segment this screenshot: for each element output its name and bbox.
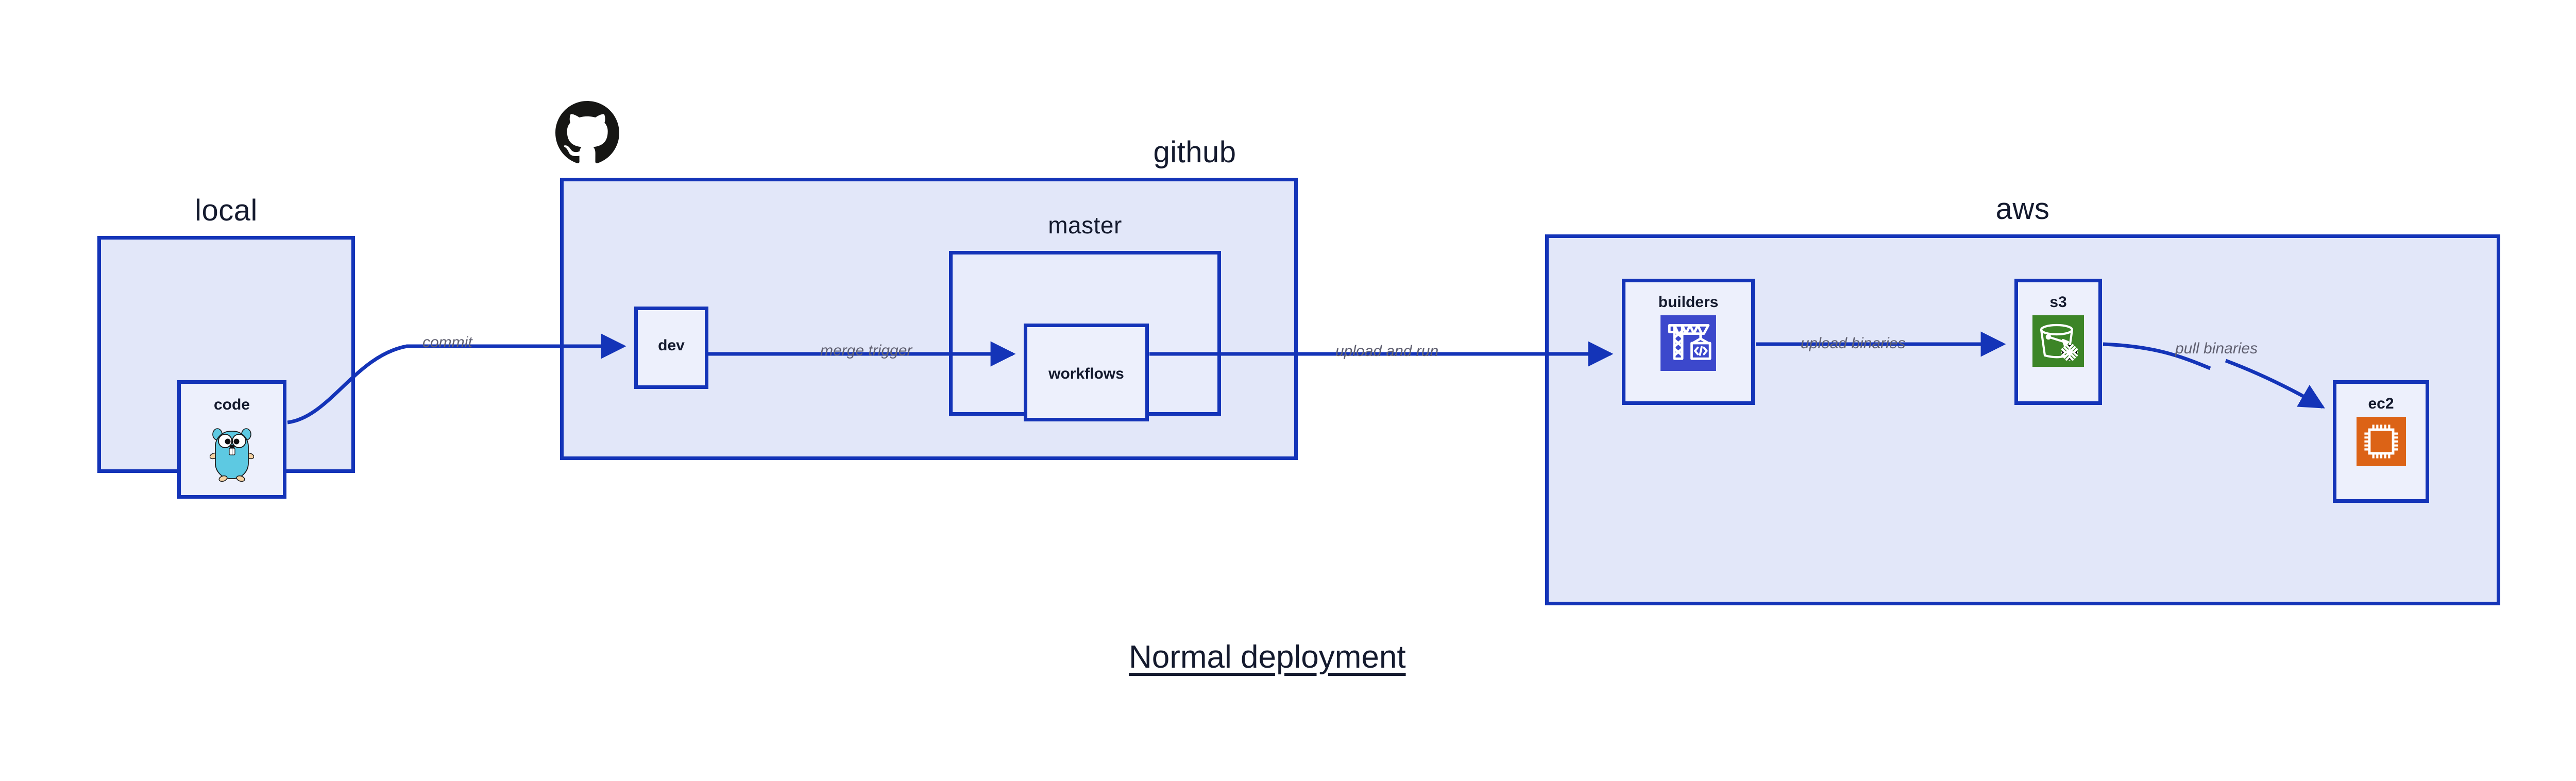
edge-label-upload-and-run: upload and run bbox=[1335, 343, 1439, 360]
go-gopher-icon bbox=[209, 424, 255, 485]
aws-s3-glacier-icon bbox=[2032, 315, 2084, 367]
node-builders-label: builders bbox=[1658, 294, 1719, 311]
group-local-title: local bbox=[195, 194, 258, 227]
aws-ec2-icon bbox=[2356, 417, 2406, 466]
node-code[interactable]: code bbox=[177, 380, 286, 499]
edge-label-pull-binaries: pull binaries bbox=[2175, 340, 2258, 357]
node-s3[interactable]: s3 bbox=[2014, 279, 2102, 405]
node-workflows-label: workflows bbox=[1048, 365, 1124, 382]
diagram-caption: Normal deployment bbox=[1129, 639, 1406, 675]
github-octocat-logo bbox=[555, 101, 619, 165]
group-github-title: github bbox=[1153, 135, 1236, 169]
node-code-label: code bbox=[213, 396, 250, 413]
node-builders[interactable]: builders bbox=[1622, 279, 1755, 405]
node-workflows[interactable]: workflows bbox=[1024, 324, 1149, 421]
edge-label-merge-trigger: merge trigger bbox=[820, 342, 912, 359]
node-ec2[interactable]: ec2 bbox=[2333, 380, 2429, 503]
edge-label-upload-binaries: upload binaries bbox=[1801, 335, 1906, 352]
node-dev[interactable]: dev bbox=[634, 307, 708, 389]
node-dev-label: dev bbox=[658, 337, 685, 354]
node-s3-label: s3 bbox=[2049, 294, 2067, 311]
node-ec2-label: ec2 bbox=[2368, 395, 2394, 412]
edge-label-commit: commit bbox=[422, 334, 472, 351]
aws-codebuild-icon bbox=[1660, 315, 1716, 371]
subgroup-master-title: master bbox=[1048, 212, 1122, 239]
group-aws-title: aws bbox=[1995, 192, 2050, 226]
